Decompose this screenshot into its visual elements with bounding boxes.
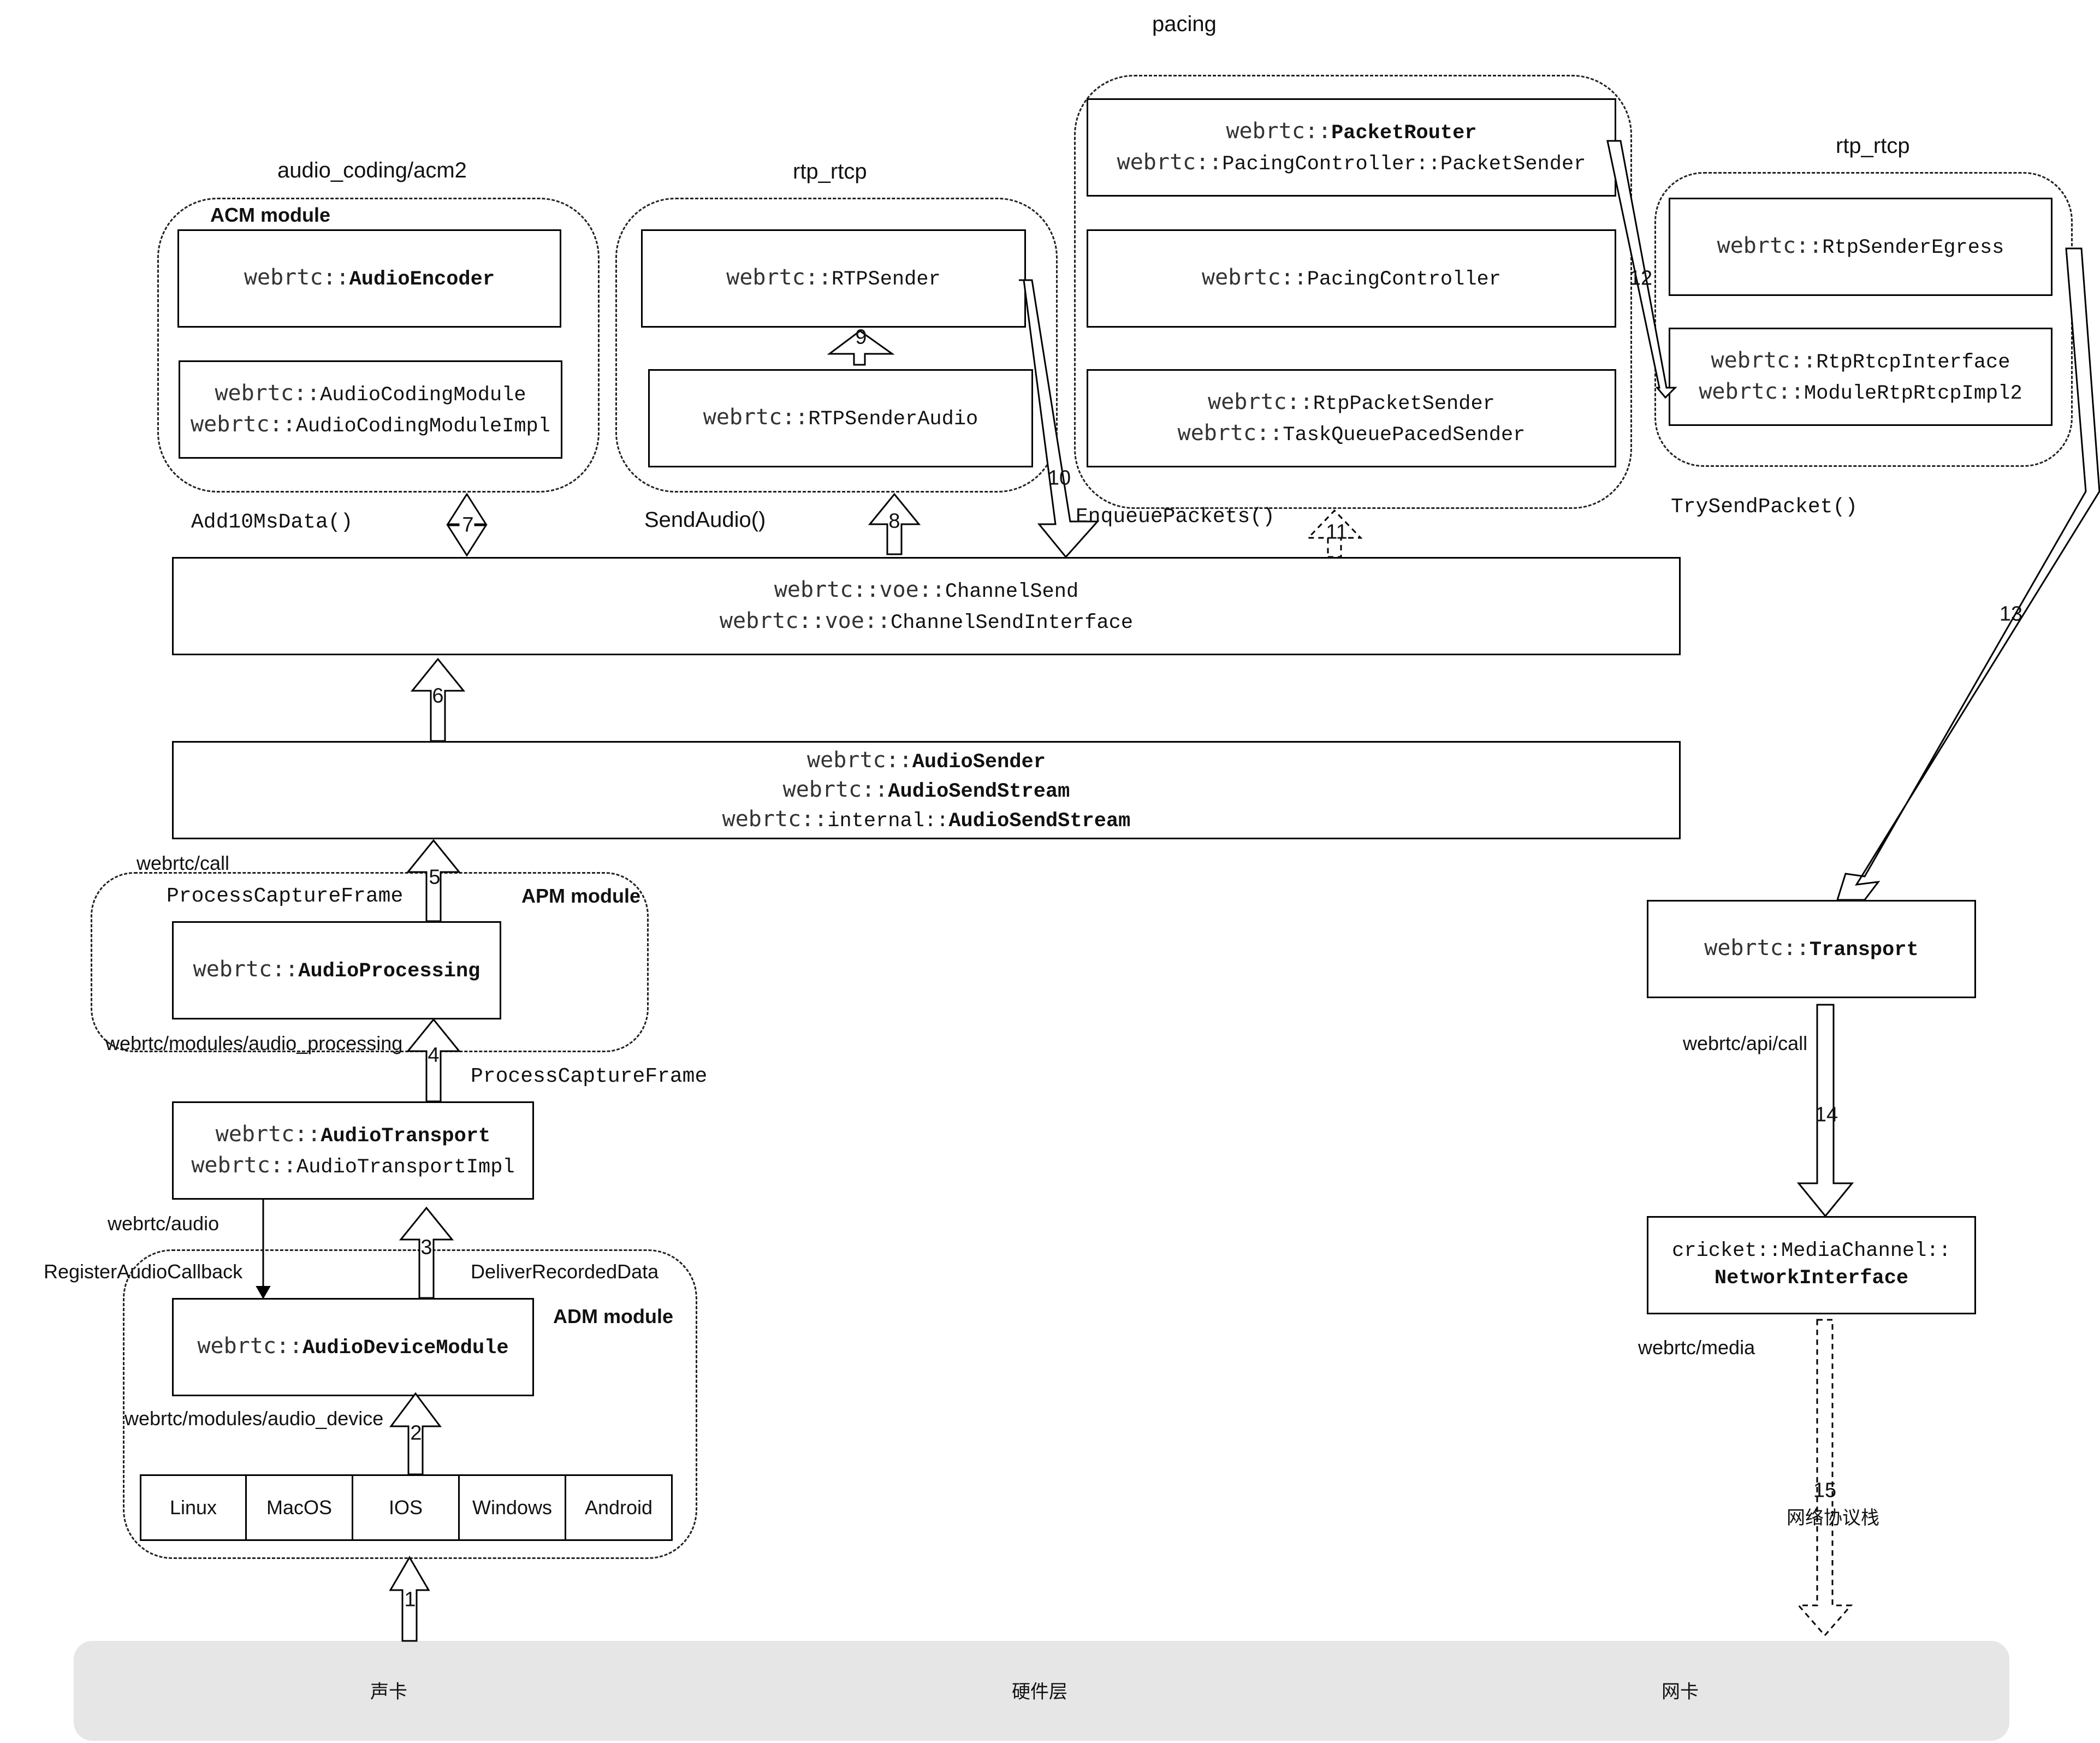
- step-7: 7: [462, 513, 474, 537]
- step-15: 15: [1813, 1479, 1837, 1502]
- add10msdata-label: Add10MsData(): [191, 511, 353, 534]
- acm-module-label: ACM module: [210, 204, 330, 226]
- step-12: 12: [1629, 266, 1653, 290]
- register-audio-callback-label: RegisterAudioCallback: [44, 1260, 243, 1283]
- step-14: 14: [1814, 1103, 1838, 1127]
- webrtc-call-label: webrtc/call: [137, 852, 230, 874]
- audio-processing-box: webrtc::AudioProcessing: [172, 921, 501, 1019]
- apm-group: [91, 872, 649, 1052]
- platform-macos: MacOS: [245, 1474, 353, 1541]
- acm-group: [157, 198, 600, 493]
- nic-label: 网卡: [1662, 1681, 1699, 1703]
- arrow-12: [1606, 140, 1677, 399]
- rtp-sender-box: webrtc::RTPSender: [641, 229, 1026, 328]
- step-10: 10: [1047, 466, 1071, 490]
- arrow-7: [446, 493, 488, 557]
- process-capture-frame-label-lower: ProcessCaptureFrame: [471, 1065, 708, 1088]
- process-capture-frame-label-upper: ProcessCaptureFrame: [167, 885, 404, 908]
- arrow-4: [406, 1018, 461, 1102]
- network-stack-label: 网络协议栈: [1787, 1507, 1879, 1529]
- rtp-rtcp-interface-box: webrtc::RtpRtcpInterface webrtc::ModuleR…: [1669, 328, 2052, 426]
- platform-ios: IOS: [352, 1474, 460, 1541]
- hardware-layer-label: 硬件层: [1012, 1681, 1067, 1703]
- arrow-14: [1796, 1004, 1854, 1218]
- arrow-13: [1836, 247, 2100, 901]
- step-2: 2: [410, 1421, 422, 1445]
- try-send-packet-label: TrySendPacket(): [1671, 495, 1858, 519]
- audio-encoder-box: webrtc::AudioEncoder: [177, 229, 561, 328]
- arrow-11: [1306, 509, 1363, 558]
- webrtc-api-call-label: webrtc/api/call: [1683, 1032, 1808, 1054]
- rtp-sender-egress-box: webrtc::RtpSenderEgress: [1669, 198, 2052, 296]
- rtp-packet-sender-box: webrtc::RtpPacketSender webrtc::TaskQueu…: [1087, 369, 1616, 467]
- platform-windows: Windows: [458, 1474, 566, 1541]
- packet-router-box: webrtc::PacketRouter webrtc::PacingContr…: [1087, 98, 1616, 197]
- enqueue-packets-label: EnqueuePackets(): [1076, 505, 1275, 529]
- webrtc-media-label: webrtc/media: [1638, 1336, 1755, 1359]
- rtp-rtcp-left-group: [615, 198, 1058, 493]
- network-interface-box: cricket::MediaChannel:: NetworkInterface: [1647, 1216, 1976, 1314]
- step-9: 9: [855, 325, 867, 349]
- arrow-2: [389, 1392, 442, 1475]
- sound-card-label: 声卡: [370, 1681, 407, 1703]
- step-13: 13: [1999, 602, 2023, 626]
- rtp-sender-audio-box: webrtc::RTPSenderAudio: [648, 369, 1033, 467]
- arrow-3: [399, 1206, 454, 1299]
- arrow-9: [827, 330, 895, 366]
- arrow-6: [410, 657, 466, 742]
- pacing-caption: pacing: [1152, 12, 1217, 36]
- arrow-8: [868, 493, 921, 555]
- pacing-group: [1074, 75, 1632, 509]
- step-11: 11: [1326, 520, 1348, 544]
- audio-sender-box: webrtc::AudioSender webrtc::AudioSendStr…: [172, 741, 1681, 839]
- audio-device-path-label: webrtc/modules/audio_device: [124, 1407, 384, 1430]
- arrow-10: [1019, 279, 1100, 559]
- transport-box: webrtc::Transport: [1647, 900, 1976, 998]
- arrow-15: [1796, 1319, 1853, 1637]
- audio-coding-module-box: webrtc::AudioCodingModule webrtc::AudioC…: [179, 360, 562, 459]
- step-3: 3: [420, 1236, 432, 1259]
- rtp-rtcp-left-caption: rtp_rtcp: [793, 159, 867, 183]
- audio-transport-box: webrtc::AudioTransport webrtc::AudioTran…: [172, 1101, 534, 1200]
- channel-send-box: webrtc::voe::ChannelSend webrtc::voe::Ch…: [172, 557, 1681, 655]
- platform-linux: Linux: [140, 1474, 247, 1541]
- arrow-5: [406, 839, 461, 922]
- step-4: 4: [428, 1044, 440, 1067]
- acm-caption: audio_coding/acm2: [277, 158, 467, 182]
- register-callback-arrowhead: [256, 1286, 271, 1300]
- arrow-1: [389, 1556, 430, 1642]
- audio-processing-path-label: webrtc/modules/audio_processing: [105, 1032, 403, 1054]
- step-8: 8: [888, 509, 900, 533]
- step-1: 1: [404, 1588, 416, 1611]
- apm-module-label: APM module: [521, 885, 641, 907]
- deliver-recorded-data-label: DeliverRecordedData: [471, 1260, 659, 1283]
- step-6: 6: [432, 684, 444, 708]
- rtp-rtcp-right-caption: rtp_rtcp: [1836, 134, 1910, 158]
- webrtc-audio-label: webrtc/audio: [108, 1212, 220, 1235]
- platform-android: Android: [565, 1474, 673, 1541]
- pacing-controller-box: webrtc::PacingController: [1087, 229, 1616, 328]
- send-audio-label: SendAudio(): [644, 508, 766, 532]
- audio-device-module-box: webrtc::AudioDeviceModule: [172, 1298, 534, 1396]
- adm-module-label: ADM module: [553, 1305, 673, 1327]
- step-5: 5: [429, 865, 441, 889]
- hardware-layer: [74, 1641, 2009, 1741]
